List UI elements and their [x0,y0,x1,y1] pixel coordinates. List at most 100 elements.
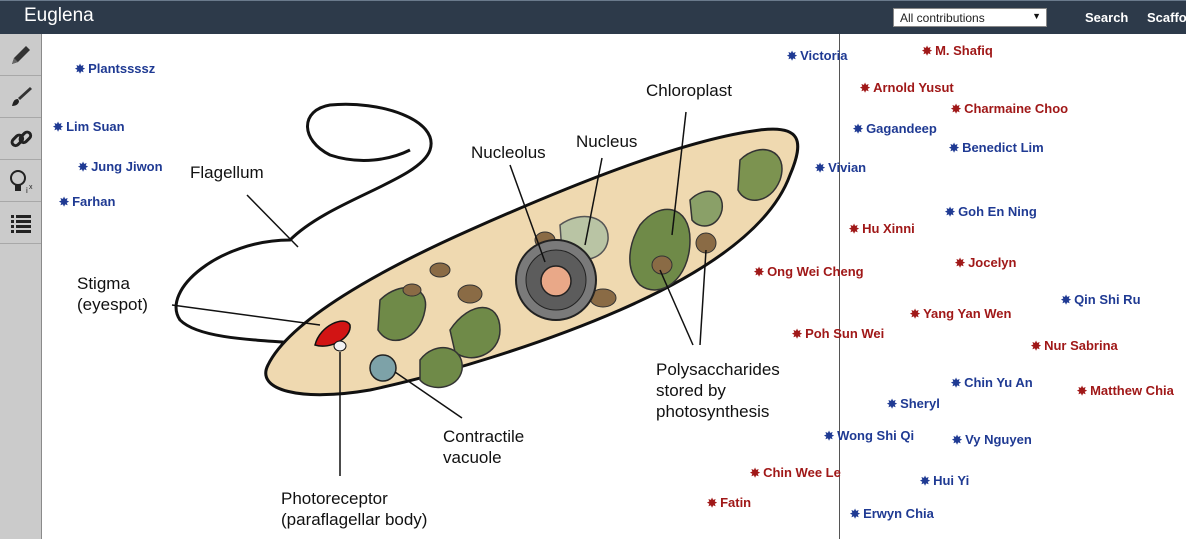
note-star-icon: ✸ [860,81,871,95]
link-icon [10,130,32,147]
contribution-note[interactable]: ✸Benedict Lim [949,140,1044,156]
contribution-note[interactable]: ✸Jocelyn [955,255,1016,271]
contributions-filter-select[interactable]: All contributions ▼ [893,8,1047,27]
note-star-icon: ✸ [949,141,960,155]
contribution-note[interactable]: ✸Qin Shi Ru [1061,292,1141,308]
contribution-author: Wong Shi Qi [837,428,915,443]
brush-icon [11,86,32,106]
contribution-note[interactable]: ✸Vivian [815,160,866,176]
chloroplast-pointer [671,111,687,236]
contribution-note[interactable]: ✸Yang Yan Wen [910,306,1011,322]
note-star-icon: ✸ [754,265,765,279]
brush-tool-button[interactable] [0,76,41,118]
note-star-icon: ✸ [53,120,64,134]
note-star-icon: ✸ [707,496,718,510]
contribution-author: Chin Wee Le [763,465,841,480]
contribution-author: Hui Yi [933,473,970,488]
contribution-note[interactable]: ✸Ong Wei Cheng [754,264,864,280]
contribution-author: Jung Jiwon [91,159,163,174]
note-star-icon: ✸ [955,256,966,270]
paramylon-granule [429,262,451,278]
contribution-author: Matthew Chia [1090,383,1174,398]
contribution-author: Sheryl [900,396,940,411]
note-star-icon: ✸ [750,466,761,480]
contribution-author: Benedict Lim [962,140,1044,155]
flagellum-label: Flagellum [190,163,264,182]
contribution-author: Lim Suan [66,119,125,134]
note-star-icon: ✸ [850,507,861,521]
note-star-icon: ✸ [952,433,963,447]
note-star-icon: ✸ [78,160,89,174]
link-tool-button[interactable] [0,118,41,160]
note-star-icon: ✸ [951,376,962,390]
contribution-note[interactable]: ✸Hu Xinni [849,221,915,237]
contribution-author: Chin Yu An [964,375,1033,390]
scaffolds-link[interactable]: Scaffolds [1147,10,1186,25]
contribution-note[interactable]: ✸Fatin [707,495,751,511]
contribution-note[interactable]: ✸Chin Yu An [951,375,1033,391]
contribution-note[interactable]: ✸Chin Wee Le [750,465,841,481]
note-star-icon: ✸ [849,222,860,236]
paramylon-granule [402,283,422,297]
chloroplast-shape [737,149,783,201]
contribution-note[interactable]: ✸Goh En Ning [945,204,1037,220]
contribution-author: Hu Xinni [862,221,915,236]
contribution-author: Goh En Ning [958,204,1037,219]
contribution-note[interactable]: ✸Poh Sun Wei [792,326,884,342]
contribution-author: Qin Shi Ru [1074,292,1141,307]
contribution-note[interactable]: ✸Jung Jiwon [78,159,163,175]
contractile-vacuole-shape [369,354,397,382]
note-star-icon: ✸ [945,205,956,219]
contribution-note[interactable]: ✸Wong Shi Qi [824,428,914,444]
contribution-note[interactable]: ✸Lim Suan [53,119,125,135]
chevron-down-icon: ▼ [1032,11,1041,21]
canvas-divider [839,34,840,539]
search-link[interactable]: Search [1085,10,1129,25]
pencil-icon [11,45,30,64]
chloroplast-label: Chloroplast [646,81,732,100]
note-star-icon: ✸ [792,327,803,341]
contribution-note[interactable]: ✸Arnold Yusut [860,80,954,96]
idea-tool-button[interactable]: i x [0,160,41,202]
contribution-note[interactable]: ✸Gagandeep [853,121,937,137]
polysaccharides-pointer [659,269,694,346]
note-star-icon: ✸ [824,429,835,443]
contribution-note[interactable]: ✸Erwyn Chia [850,506,934,522]
contribution-author: Poh Sun Wei [805,326,885,341]
contribution-author: Yang Yan Wen [923,306,1012,321]
contribution-author: Ong Wei Cheng [767,264,864,279]
contribution-note[interactable]: ✸Matthew Chia [1077,383,1174,399]
nucleus-label: Nucleus [576,132,638,151]
filter-selected-value: All contributions [900,11,985,25]
contribution-note[interactable]: ✸M. Shafiq [922,43,993,59]
contribution-note[interactable]: ✸Victoria [787,48,848,64]
contribution-note[interactable]: ✸Hui Yi [920,473,969,489]
pencil-tool-button[interactable] [0,34,41,76]
nucleolus-shape [540,265,572,297]
top-bar: Euglena All contributions ▼ Search Scaff… [0,0,1186,34]
photoreceptor-shape [333,340,347,352]
contribution-author: M. Shafiq [935,43,993,58]
lightbulb-icon: i x [9,169,33,195]
flagellum-pointer [246,194,299,248]
contractile-vacuole-label: Contractile vacuole [443,427,525,467]
contribution-note[interactable]: ✸Farhan [59,194,115,210]
chloroplast-shape [419,346,463,389]
contribution-note[interactable]: ✸Vy Nguyen [952,432,1032,448]
contribution-author: Charmaine Choo [964,101,1069,116]
contribution-note[interactable]: ✸Nur Sabrina [1031,338,1118,354]
nucleolus-pointer [509,164,546,263]
chloroplast-shape [449,306,501,359]
contribution-author: Erwyn Chia [863,506,934,521]
contribution-note[interactable]: ✸Plantssssz [75,61,155,77]
note-star-icon: ✸ [75,62,86,76]
contribution-author: Nur Sabrina [1044,338,1118,353]
contribution-note[interactable]: ✸Sheryl [887,396,940,412]
polysaccharides-label: Polysaccharides stored by photosynthesis [656,360,780,421]
contribution-note[interactable]: ✸Charmaine Choo [951,101,1068,117]
paramylon-granule [457,284,483,304]
stigma-pointer [171,304,321,326]
stigma-label: Stigma (eyespot) [77,274,148,314]
list-tool-button[interactable] [0,202,41,244]
